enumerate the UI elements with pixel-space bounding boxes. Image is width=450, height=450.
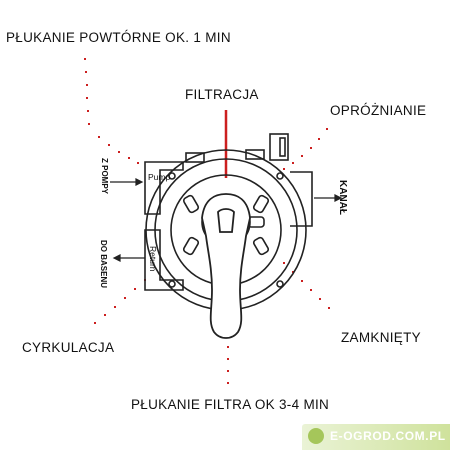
label-waste: KANAŁ (337, 180, 348, 215)
label-recirculation: CYRKULACJA (22, 340, 115, 355)
label-backwash-filter: PŁUKANIE FILTRA OK 3-4 MIN (131, 397, 330, 412)
label-to-pool: DO BASENU (99, 240, 108, 289)
leader-lines (84, 58, 330, 384)
label-filtration: FILTRACJA (185, 87, 259, 102)
port-arrows (110, 178, 343, 262)
label-backwash-repeat: PŁUKANIE POWTÓRNE OK. 1 MIN (6, 30, 231, 45)
valve-handle (201, 193, 251, 339)
leaf-icon (308, 428, 324, 444)
label-drain: OPRÓŻNIANIE (330, 103, 427, 118)
watermark-logo: E-OGROD.COM.PL (302, 424, 450, 450)
leader-bottom (227, 346, 229, 384)
watermark-text: E-OGROD.COM.PL (330, 429, 446, 443)
leader-top-left (84, 58, 139, 164)
port-label-return: Return (148, 246, 158, 272)
leader-top-right (283, 128, 328, 170)
label-closed: ZAMKNIĘTY (341, 330, 421, 345)
label-from-pump: Z POMPY (100, 158, 109, 195)
port-label-pump: Pump (148, 172, 171, 182)
leader-bottom-right (283, 262, 330, 309)
